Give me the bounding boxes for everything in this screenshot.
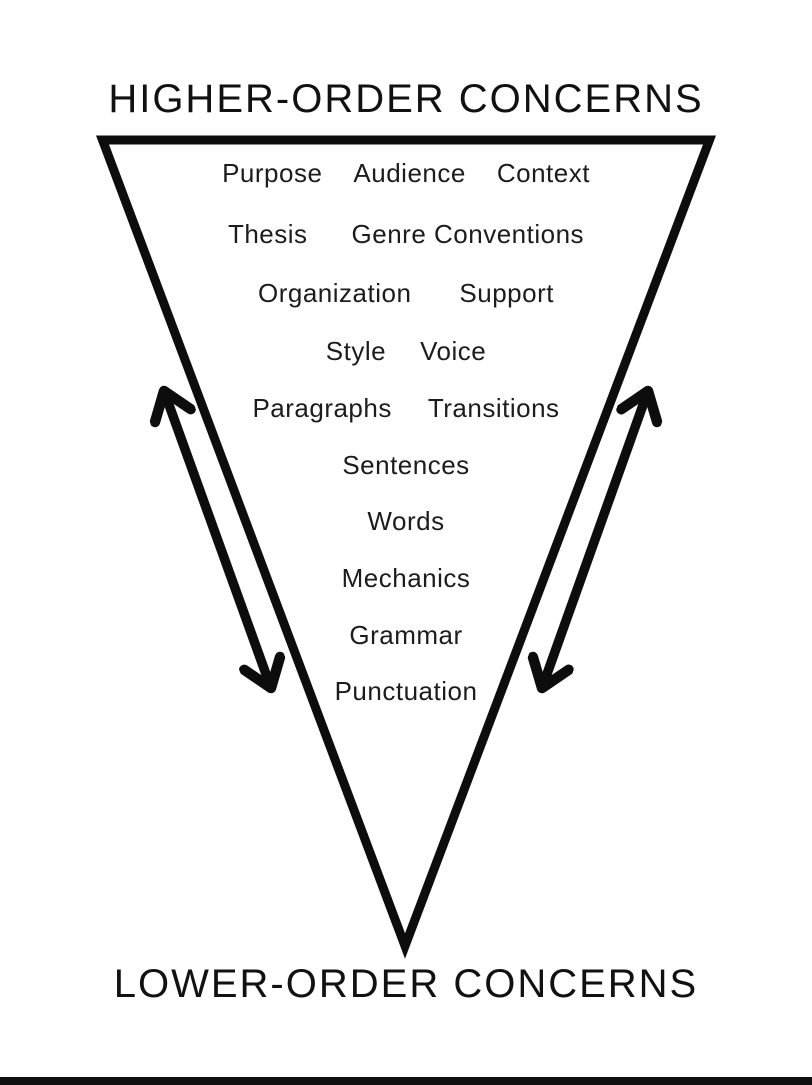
left-double-arrow xyxy=(164,391,271,688)
concern-label: Genre Conventions xyxy=(351,219,585,249)
concern-row: Punctuation xyxy=(0,674,812,708)
concern-label: Thesis xyxy=(227,219,308,249)
concern-row: Paragraphs Transitions xyxy=(0,391,812,425)
concern-row: Words xyxy=(0,504,812,538)
concern-label: Paragraphs xyxy=(252,393,392,423)
concern-label: Grammar xyxy=(349,620,463,650)
concern-row: Style Voice xyxy=(0,334,812,368)
concern-label: Organization xyxy=(258,278,412,308)
concern-row: Thesis Genre Conventions xyxy=(0,217,812,251)
higher-order-concerns-title: HIGHER-ORDER CONCERNS xyxy=(108,77,704,121)
concern-label: Style xyxy=(325,336,387,366)
right-double-arrow xyxy=(542,391,648,688)
concern-label: Mechanics xyxy=(341,563,471,593)
concern-row: Mechanics xyxy=(0,561,812,595)
concern-label: Transitions xyxy=(427,393,560,423)
concern-label: Audience xyxy=(353,158,466,188)
concern-row: Grammar xyxy=(0,618,812,652)
concern-label: Words xyxy=(367,506,445,536)
concern-label: Sentences xyxy=(342,450,470,480)
concern-label: Context xyxy=(496,158,590,188)
concern-row: Organization Support xyxy=(0,276,812,310)
footer-bar xyxy=(0,1077,812,1085)
concern-label: Purpose xyxy=(222,158,323,188)
concern-label: Punctuation xyxy=(334,676,478,706)
concern-label: Support xyxy=(459,278,554,308)
lower-order-concerns-title: LOWER-ORDER CONCERNS xyxy=(113,962,699,1006)
concern-row: Sentences xyxy=(0,448,812,482)
inverted-triangle xyxy=(96,135,717,959)
concern-row: Purpose Audience Context xyxy=(0,156,812,190)
concern-label: Voice xyxy=(420,336,487,366)
